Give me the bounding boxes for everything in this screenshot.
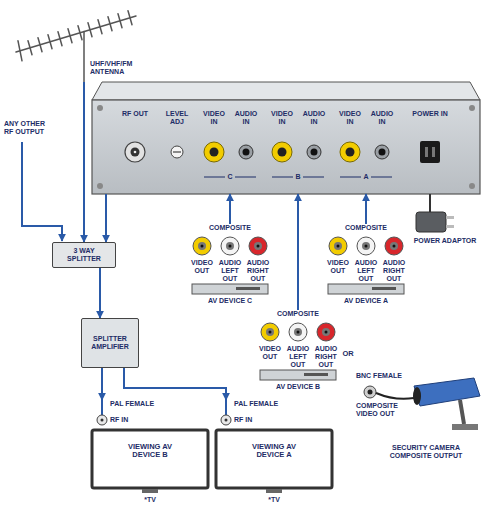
option-label: OR xyxy=(340,350,356,358)
panel-label: POWER IN xyxy=(410,110,450,118)
av-device: COMPOSITE VIDEO OUTAUDIO LEFT OUTAUDIO RI… xyxy=(256,310,340,392)
cable-connector xyxy=(429,194,431,205)
device-label: AV DEVICE C xyxy=(188,297,272,305)
rf-wire xyxy=(22,142,62,241)
tv-set: PAL FEMALE RF IN VIEWING AV DEVICE A *TV xyxy=(214,400,334,506)
device-label: VIDEO OUT xyxy=(189,259,215,275)
panel-label: RF OUT xyxy=(117,110,153,118)
cable-connector xyxy=(297,194,299,310)
cable-connector xyxy=(229,194,231,224)
device-label: AV DEVICE B xyxy=(256,383,340,391)
panel-label: A xyxy=(361,173,371,181)
box-label: SPLITTER AMPLIFIER xyxy=(87,335,133,351)
tv-label: *TV xyxy=(130,496,170,504)
cable-connector xyxy=(83,82,85,242)
panel-label: VIDEO IN xyxy=(200,110,228,126)
cable-connector xyxy=(124,368,226,400)
adaptor-drawing xyxy=(416,205,454,232)
av-device: COMPOSITE VIDEO OUTAUDIO LEFT OUTAUDIO RI… xyxy=(188,224,272,306)
device-label: BNC FEMALE xyxy=(356,372,416,380)
box-label: 3 WAY SPLITTER xyxy=(63,247,105,263)
device-label: AUDIO LEFT OUT xyxy=(217,259,243,282)
device-label: AUDIO RIGHT OUT xyxy=(245,259,271,282)
panel-label: LEVEL ADJ xyxy=(162,110,192,126)
device-label: AUDIO LEFT OUT xyxy=(285,345,311,368)
panel-label: VIDEO IN xyxy=(268,110,296,126)
tv-label: RF IN xyxy=(234,416,274,424)
av-device: COMPOSITE VIDEO OUTAUDIO LEFT OUTAUDIO RI… xyxy=(324,224,408,306)
device-label: COMPOSITE VIDEO OUT xyxy=(356,402,408,418)
device-label: SECURITY CAMERA COMPOSITE OUTPUT xyxy=(386,444,466,460)
panel-label: C xyxy=(225,173,235,181)
cable-connector xyxy=(365,194,367,224)
splitter-box: 3 WAY SPLITTER xyxy=(52,242,116,268)
antenna: UHF/VHF/FM ANTENNA xyxy=(4,8,144,82)
modulator-drawing xyxy=(92,82,480,194)
tv-label: VIEWING AV DEVICE A xyxy=(246,443,302,460)
tv-drawing xyxy=(216,400,332,493)
panel-label: AUDIO IN xyxy=(368,110,396,126)
device-label: AUDIO RIGHT OUT xyxy=(313,345,339,368)
cable-connector xyxy=(99,268,101,318)
tv-label: PAL FEMALE xyxy=(234,400,294,408)
device-label: VIDEO OUT xyxy=(257,345,283,361)
cable-connector xyxy=(105,194,107,242)
rf-modulator: RF OUTLEVEL ADJVIDEO INAUDIO INCVIDEO IN… xyxy=(92,82,480,194)
device-label: AUDIO RIGHT OUT xyxy=(381,259,407,282)
device-label: VIDEO OUT xyxy=(325,259,351,275)
device-label: POWER ADAPTOR xyxy=(412,237,478,245)
panel-label: VIDEO IN xyxy=(336,110,364,126)
device-label: COMPOSITE xyxy=(256,310,340,318)
device-label: COMPOSITE xyxy=(324,224,408,232)
power-adaptor: POWER ADAPTOR xyxy=(412,205,478,249)
device-label: AUDIO LEFT OUT xyxy=(353,259,379,282)
antenna-label: UHF/VHF/FM ANTENNA xyxy=(90,60,142,76)
security-camera: BNC FEMALE COMPOSITE VIDEO OUT SECURITY CA… xyxy=(356,372,486,464)
panel-label: AUDIO IN xyxy=(232,110,260,126)
amplifier-box: SPLITTER AMPLIFIER xyxy=(81,318,139,368)
wire-label: ANY OTHER RF OUTPUT xyxy=(4,120,54,136)
tv-label: PAL FEMALE xyxy=(110,400,170,408)
panel-label: AUDIO IN xyxy=(300,110,328,126)
tv-set: PAL FEMALE RF IN VIEWING AV DEVICE B *TV xyxy=(90,400,210,506)
tv-label: RF IN xyxy=(110,416,150,424)
device-label: COMPOSITE xyxy=(188,224,272,232)
device-label: AV DEVICE A xyxy=(324,297,408,305)
panel-label: B xyxy=(293,173,303,181)
cable-connector xyxy=(101,368,103,400)
tv-drawing xyxy=(92,400,208,493)
tv-label: *TV xyxy=(254,496,294,504)
tv-label: VIEWING AV DEVICE B xyxy=(122,443,178,460)
